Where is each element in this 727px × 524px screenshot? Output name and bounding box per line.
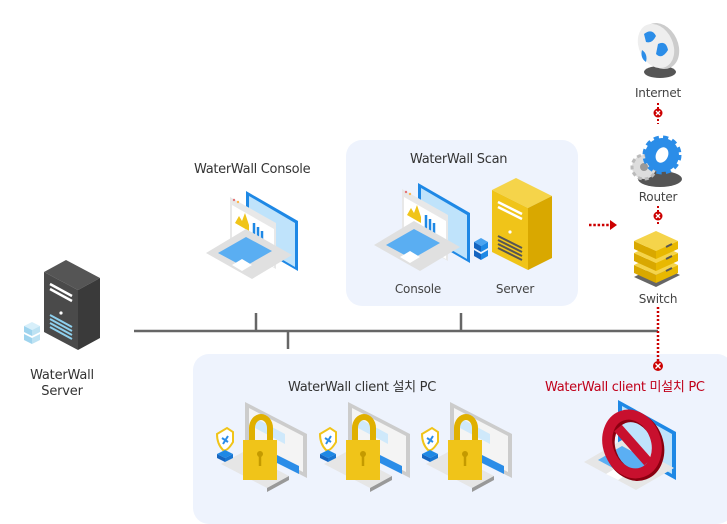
protected-pc-2-icon: [318, 402, 410, 492]
console-laptop-icon: [206, 191, 298, 279]
database-icon: [24, 322, 40, 344]
scan-group-title: WaterWall Scan: [410, 152, 508, 167]
router-gear-icon: [630, 135, 682, 187]
shield-icon: [215, 426, 234, 462]
shield-icon: [318, 426, 337, 462]
scan-server-tower-icon: [474, 178, 552, 270]
scan-console-laptop-icon: [374, 183, 470, 271]
unprotected-laptop-icon: [584, 400, 676, 490]
shield-icon: [420, 426, 439, 462]
clients-not-installed-title: WaterWall client 미설치 PC: [545, 380, 705, 395]
server-label-line2: Server: [41, 384, 83, 399]
router-label: Router: [638, 190, 678, 204]
server-tower-icon: [24, 260, 100, 350]
protected-pc-1-icon: [215, 402, 307, 492]
padlock-icon: [448, 414, 482, 480]
server-label-line1: WaterWall: [30, 368, 94, 383]
padlock-icon: [243, 414, 277, 480]
server-label: WaterWall Server: [22, 368, 102, 400]
console-title: WaterWall Console: [194, 162, 311, 177]
scan-database-icon: [474, 238, 488, 260]
prohibited-icon: [602, 409, 665, 481]
switch-label: Switch: [638, 292, 678, 306]
scan-server-label: Server: [495, 282, 535, 296]
protected-pc-3-icon: [420, 402, 512, 492]
internet-label: Internet: [634, 86, 682, 100]
switch-stack-icon: [634, 231, 680, 287]
scan-console-label: Console: [394, 282, 442, 296]
padlock-icon: [346, 414, 380, 480]
blocked-x-icon-internet-router: [653, 108, 663, 118]
blocked-x-icon-router-switch: [653, 211, 663, 221]
clients-installed-title: WaterWall client 설치 PC: [288, 380, 436, 395]
scan-to-switch-arrow: [589, 220, 617, 230]
blocked-x-icon: [653, 361, 663, 371]
internet-globe-icon: [637, 22, 680, 78]
